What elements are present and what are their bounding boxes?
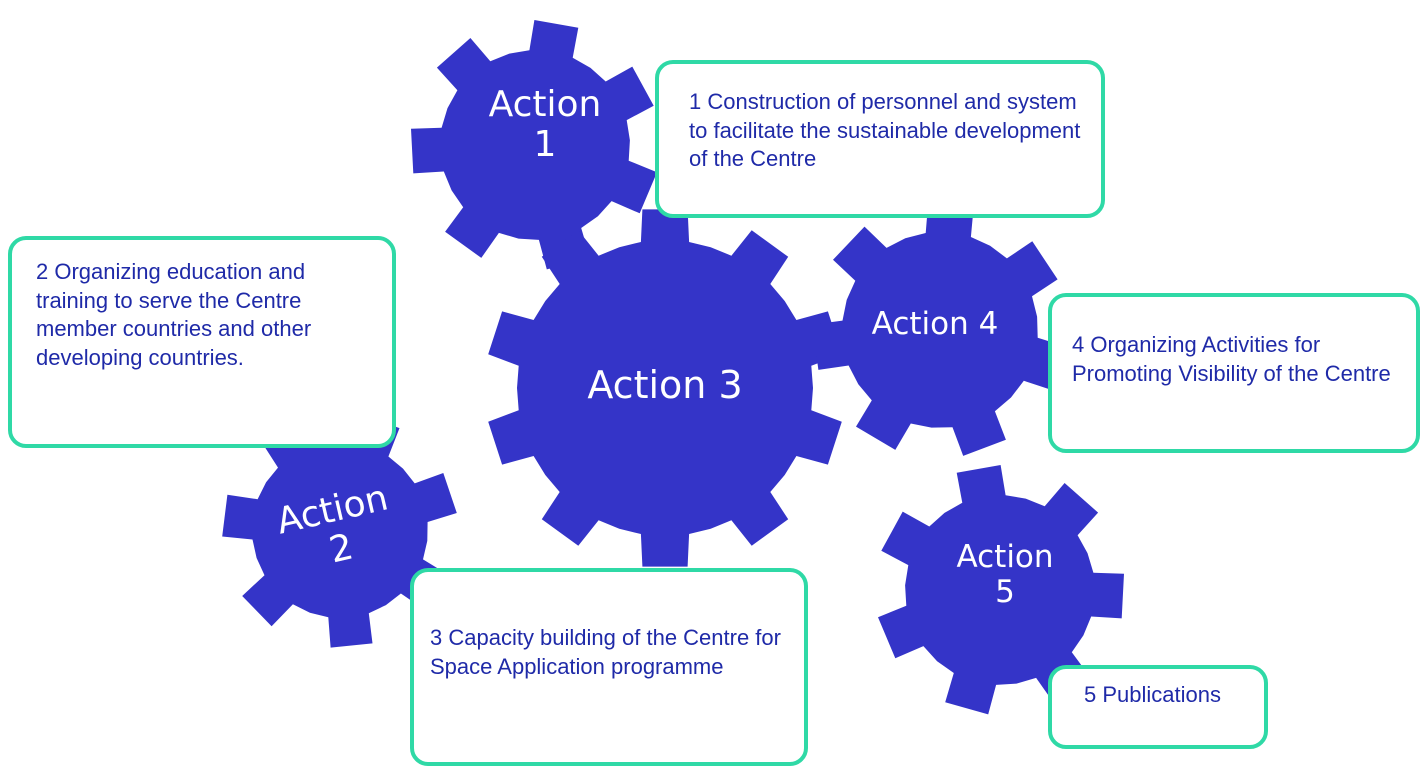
gear-label-action-1: Action 1 bbox=[470, 84, 620, 166]
gear-1-line1: Action bbox=[488, 84, 602, 125]
action-4-description: 4 Organizing Activities for Promoting Vi… bbox=[1072, 332, 1391, 386]
gear-action-2 bbox=[222, 413, 457, 648]
gear-action-3 bbox=[488, 209, 842, 567]
gear-5-line1: Action bbox=[956, 539, 1054, 575]
action-3-description: 3 Capacity building of the Centre for Sp… bbox=[430, 625, 781, 679]
gear-label-action-3: Action 3 bbox=[560, 364, 770, 407]
gear-action-5 bbox=[878, 465, 1124, 715]
action-5-description: 5 Publications bbox=[1084, 682, 1221, 707]
gear-action-1 bbox=[411, 20, 657, 270]
action-2-description: 2 Organizing education and training to s… bbox=[36, 259, 312, 370]
action-5-description-box: 5 Publications bbox=[1048, 665, 1268, 749]
gear-1-line2: 1 bbox=[533, 124, 557, 166]
action-3-description-box: 3 Capacity building of the Centre for Sp… bbox=[410, 568, 808, 766]
action-1-description: 1 Construction of personnel and system t… bbox=[689, 89, 1081, 172]
gear-3-line1: Action 3 bbox=[587, 363, 743, 407]
gear-action-4 bbox=[812, 202, 1067, 456]
gear-label-action-5: Action 5 bbox=[935, 540, 1075, 609]
action-1-description-box: 1 Construction of personnel and system t… bbox=[655, 60, 1105, 218]
gear-5-line2: 5 bbox=[995, 573, 1015, 610]
gear-label-action-4: Action 4 bbox=[860, 307, 1010, 342]
gear-4-line1: Action 4 bbox=[871, 306, 999, 342]
action-2-description-box: 2 Organizing education and training to s… bbox=[8, 236, 396, 448]
action-4-description-box: 4 Organizing Activities for Promoting Vi… bbox=[1048, 293, 1420, 453]
